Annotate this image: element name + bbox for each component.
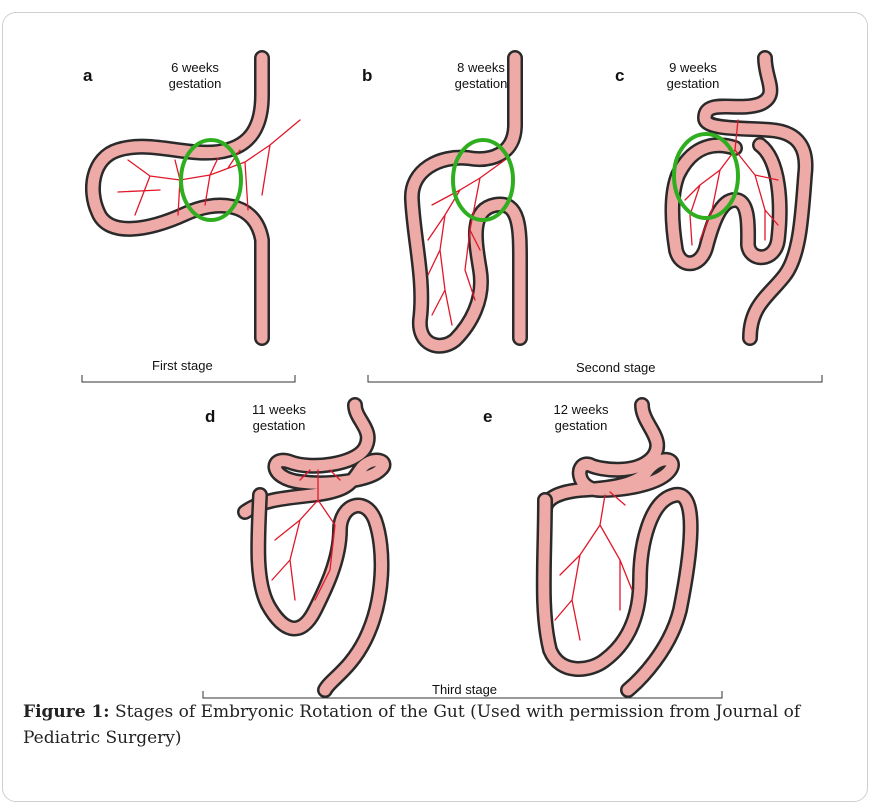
panel-letter-c: c bbox=[615, 66, 624, 86]
age-line1: 11 weeks bbox=[234, 402, 324, 418]
figure-caption-text: Stages of Embryonic Rotation of the Gut … bbox=[23, 702, 800, 748]
second-stage-bracket bbox=[368, 375, 822, 382]
third-stage-label: Third stage bbox=[430, 682, 499, 697]
age-line1: 12 weeks bbox=[536, 402, 626, 418]
panel-letter-b: b bbox=[362, 66, 372, 86]
age-line1: 8 weeks bbox=[436, 60, 526, 76]
panel-b-gut bbox=[412, 58, 520, 346]
panel-letter-e: e bbox=[483, 407, 492, 427]
age-line2: gestation bbox=[436, 76, 526, 92]
gestation-label-d: 11 weeks gestation bbox=[234, 402, 324, 434]
age-line2: gestation bbox=[648, 76, 738, 92]
panel-d-gut bbox=[245, 405, 383, 690]
gestation-label-b: 8 weeks gestation bbox=[436, 60, 526, 92]
age-line1: 9 weeks bbox=[648, 60, 738, 76]
second-stage-label: Second stage bbox=[576, 360, 656, 375]
panel-a-gut bbox=[93, 58, 300, 338]
panel-letter-a: a bbox=[83, 66, 92, 86]
panel-letter-d: d bbox=[205, 407, 215, 427]
panel-c-gut bbox=[673, 58, 806, 338]
age-line1: 6 weeks bbox=[150, 60, 240, 76]
gestation-label-e: 12 weeks gestation bbox=[536, 402, 626, 434]
age-line2: gestation bbox=[536, 418, 626, 434]
panel-e-gut bbox=[544, 405, 691, 690]
first-stage-label: First stage bbox=[152, 358, 213, 373]
age-line2: gestation bbox=[150, 76, 240, 92]
figure-caption-label: Figure 1: bbox=[23, 702, 110, 722]
first-stage-bracket bbox=[82, 375, 295, 382]
gestation-label-c: 9 weeks gestation bbox=[648, 60, 738, 92]
gestation-label-a: 6 weeks gestation bbox=[150, 60, 240, 92]
age-line2: gestation bbox=[234, 418, 324, 434]
figure-caption: Figure 1: Stages of Embryonic Rotation o… bbox=[23, 699, 853, 751]
